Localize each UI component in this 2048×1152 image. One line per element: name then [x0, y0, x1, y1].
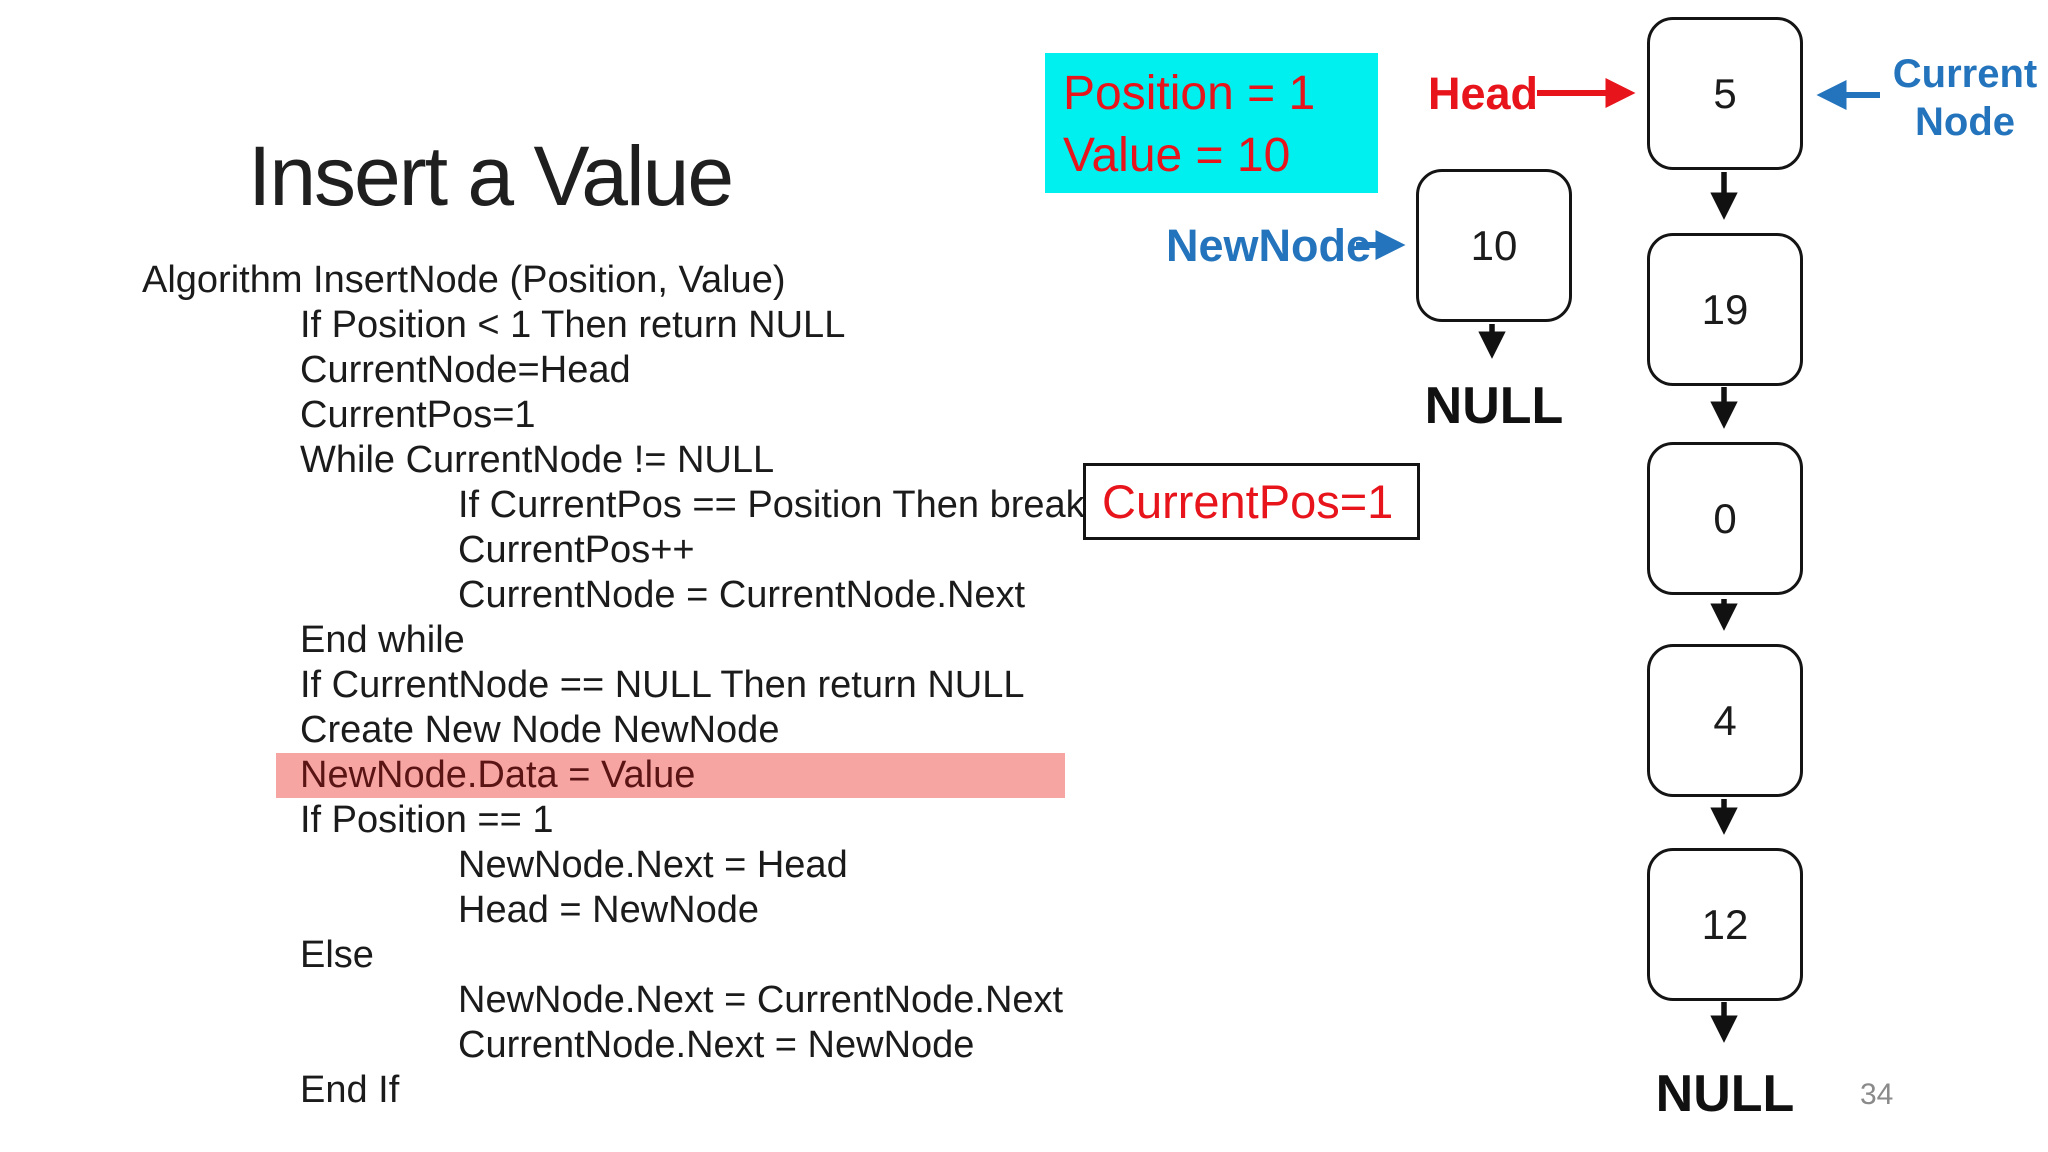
- parameters-callout: Position = 1 Value = 10: [1045, 53, 1378, 193]
- currentpos-callout: CurrentPos=1: [1083, 463, 1420, 540]
- code-line: Else: [300, 934, 374, 976]
- currentnode-label-line2: Node: [1915, 100, 2015, 144]
- algorithm-pseudocode: Algorithm InsertNode (Position, Value)If…: [142, 258, 1102, 1113]
- list-node-5: 5: [1647, 17, 1803, 170]
- parameter-value: Value = 10: [1063, 129, 1291, 182]
- node-value: 19: [1701, 285, 1749, 333]
- list-null-terminator: NULL: [1655, 1065, 1795, 1123]
- code-line: NewNode.Next = Head: [458, 844, 848, 886]
- code-line-highlighted: NewNode.Data = Value: [276, 753, 1065, 798]
- code-line: If Position == 1: [300, 799, 554, 841]
- code-line: If CurrentNode == NULL Then return NULL: [300, 664, 1025, 706]
- page-number: 34: [1860, 1078, 1894, 1111]
- head-pointer-label: Head: [1428, 68, 1539, 119]
- code-line: CurrentNode = CurrentNode.Next: [458, 574, 1026, 616]
- list-node-newnode: 10: [1416, 169, 1572, 322]
- node-value: 5: [1713, 69, 1737, 117]
- list-node-19: 19: [1647, 233, 1803, 386]
- code-line: End while: [300, 619, 465, 661]
- node-value: 10: [1470, 221, 1518, 269]
- node-value: 4: [1713, 696, 1737, 744]
- code-line: End If: [300, 1069, 400, 1111]
- currentnode-pointer-label: Current Node: [1890, 50, 2040, 146]
- code-line: Algorithm InsertNode (Position, Value): [142, 259, 786, 301]
- list-node-4: 4: [1647, 644, 1803, 797]
- page-title: Insert a Value: [248, 129, 734, 223]
- newnode-pointer-label: NewNode: [1166, 220, 1372, 271]
- currentnode-label-line1: Current: [1892, 52, 2038, 96]
- code-line: Create New Node NewNode: [300, 709, 780, 751]
- code-line: CurrentPos++: [458, 529, 695, 571]
- list-node-12: 12: [1647, 848, 1803, 1001]
- list-node-0: 0: [1647, 442, 1803, 595]
- code-line: CurrentNode=Head: [300, 349, 631, 391]
- code-line: While CurrentNode != NULL: [300, 439, 775, 481]
- node-value: 12: [1701, 900, 1749, 948]
- parameter-position: Position = 1: [1063, 67, 1316, 120]
- code-line: NewNode.Next = CurrentNode.Next: [458, 979, 1064, 1021]
- code-line: CurrentNode.Next = NewNode: [458, 1024, 975, 1066]
- code-line: CurrentPos=1: [300, 394, 536, 436]
- code-line: If Position < 1 Then return NULL: [300, 304, 846, 346]
- currentpos-text: CurrentPos=1: [1102, 475, 1394, 528]
- code-line: If CurrentPos == Position Then break: [458, 484, 1085, 526]
- newnode-null-terminator: NULL: [1424, 377, 1564, 435]
- node-value: 0: [1713, 494, 1737, 542]
- code-line: Head = NewNode: [458, 889, 760, 931]
